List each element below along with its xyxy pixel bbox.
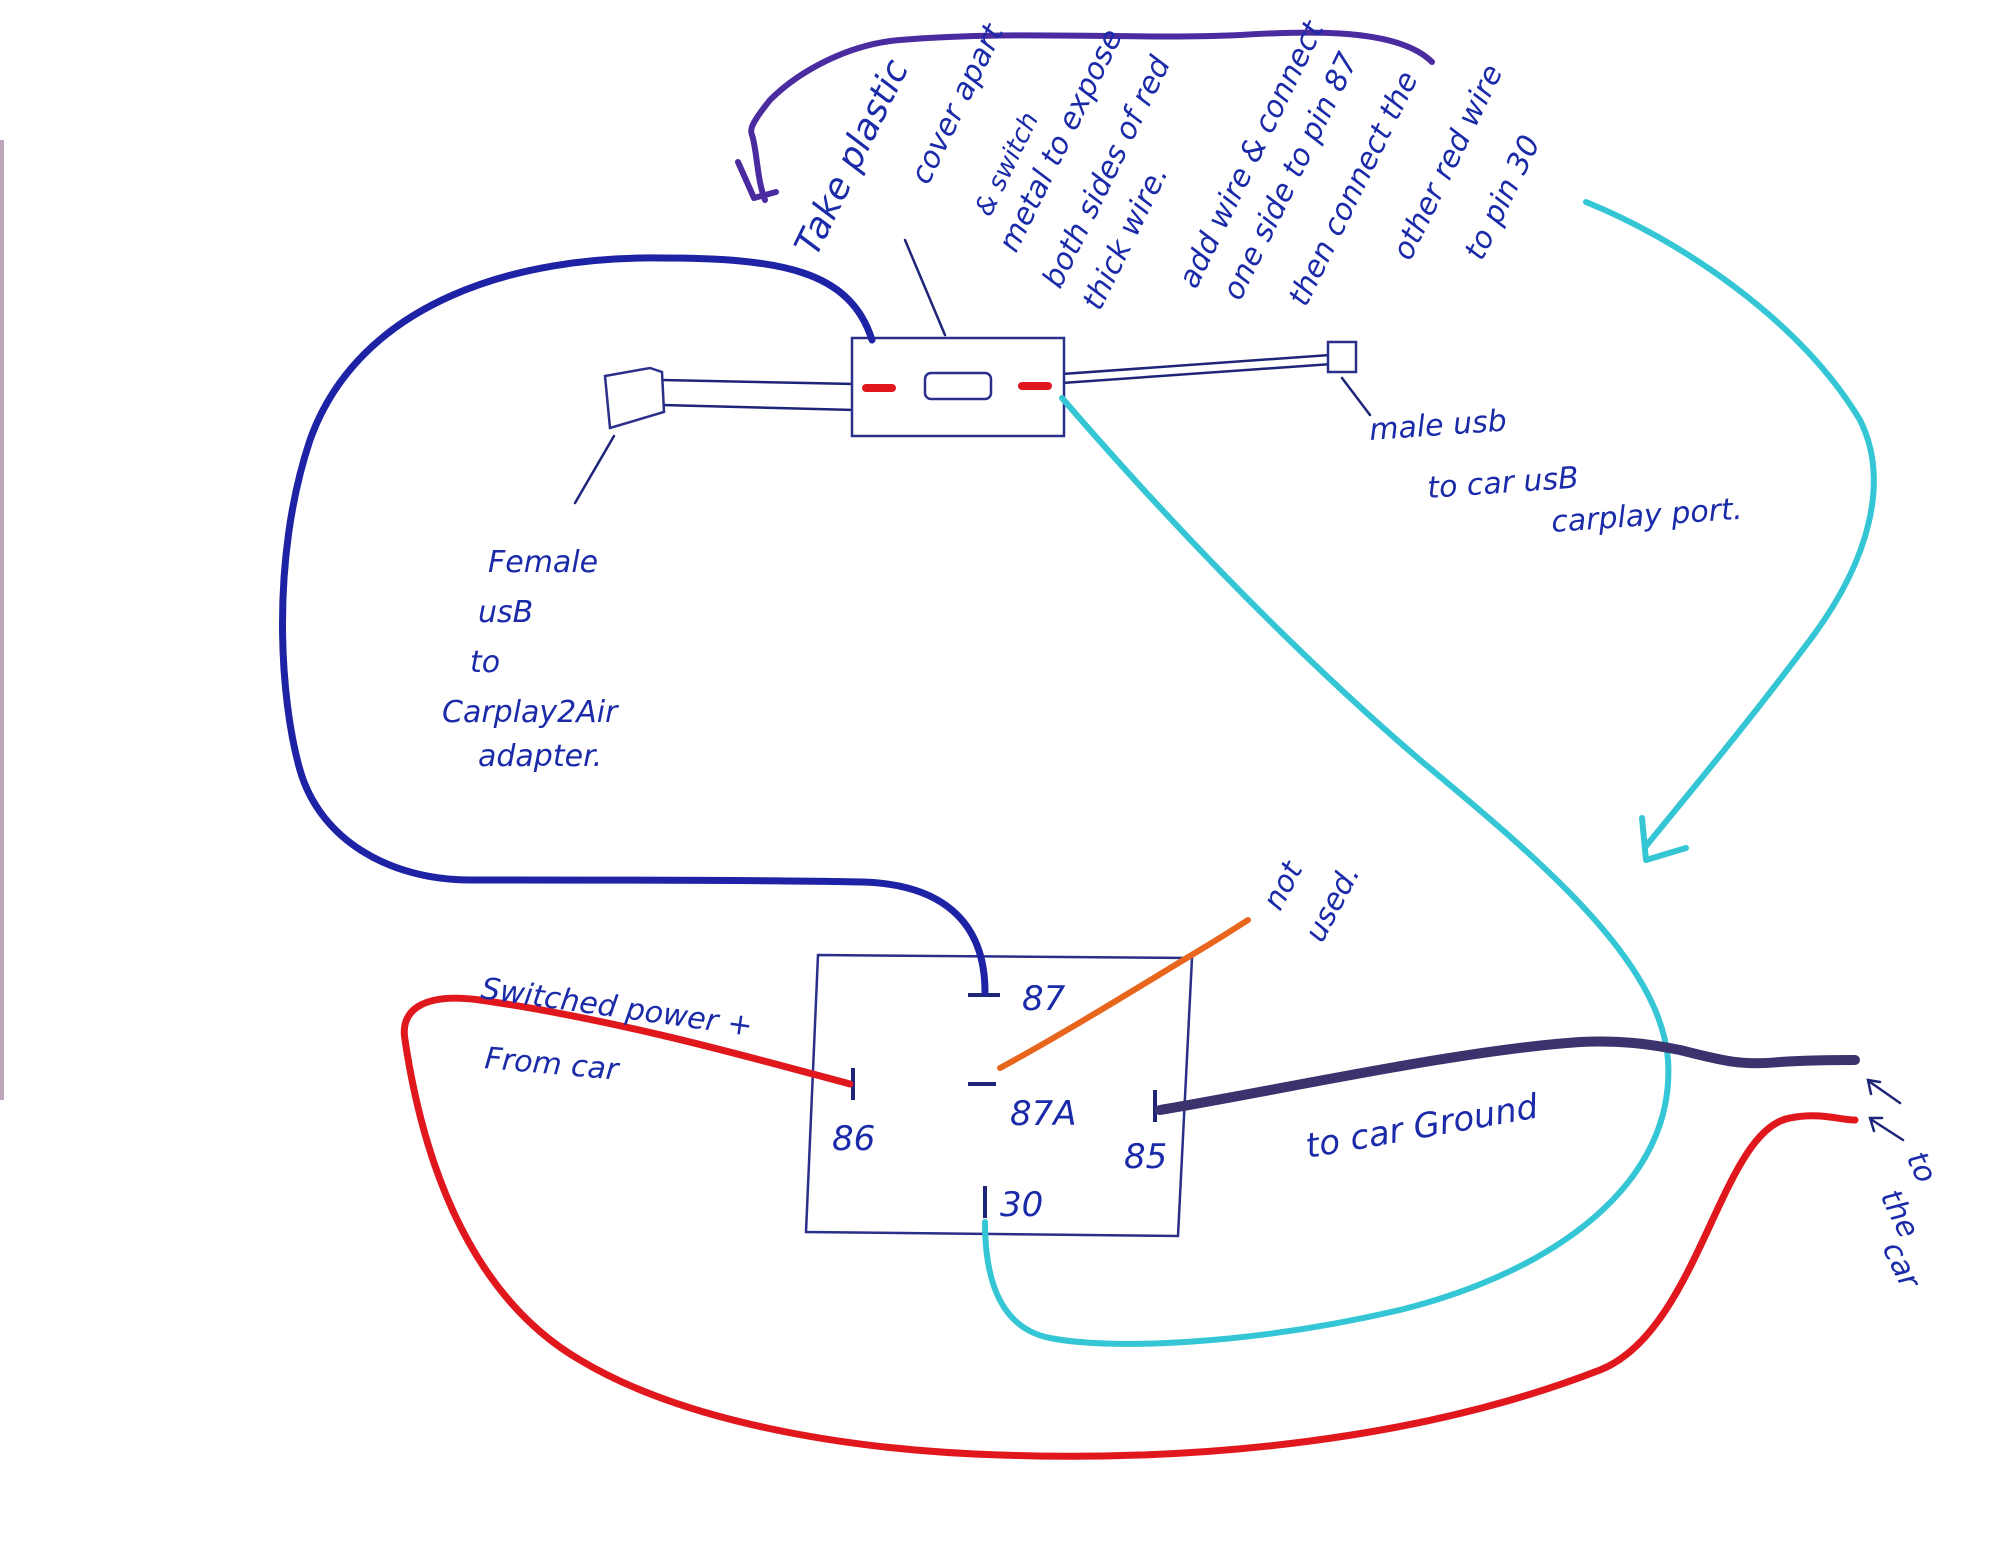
- ground-wire: [1155, 1036, 1860, 1115]
- switched-power-note: Switched power + From car: [479, 971, 755, 1088]
- leader-female-usb: [573, 434, 616, 505]
- cable-right: [1060, 353, 1334, 385]
- leader-male-usb: [1340, 376, 1372, 417]
- relay-box: [804, 953, 1194, 1238]
- female-usb-line-5: adapter.: [478, 739, 602, 774]
- female-usb-note: Female usB to Carplay2Air adapter.: [442, 545, 619, 774]
- note-line-1: Take plastic: [787, 53, 917, 262]
- leader-switch-note: [903, 238, 947, 337]
- purple-curved-arrow: [748, 29, 1435, 203]
- male-usb-note: male usb to car usB carplay port.: [1368, 403, 1743, 540]
- to-car-arrowhead-lower-icon: [1868, 1116, 1884, 1133]
- pin-30-label: 30: [1000, 1185, 1043, 1225]
- orange-unused-wire: [997, 917, 1251, 1071]
- switched-power-line-2: From car: [483, 1041, 621, 1088]
- cyan-arrowhead-icon: [1639, 815, 1689, 863]
- female-usb-line-3: to: [470, 645, 500, 680]
- to-the-car-line-2: the: [1873, 1184, 1926, 1244]
- paper-edge: [0, 140, 4, 1100]
- male-usb-line-3: carplay port.: [1550, 492, 1743, 540]
- pin-87-label: 87: [1022, 979, 1066, 1019]
- car-ground-note: to car Ground: [1303, 1087, 1542, 1167]
- pin-86-label: 86: [832, 1119, 875, 1159]
- to-the-car-line-3: car: [1875, 1236, 1928, 1295]
- usb-cable: [603, 336, 1358, 438]
- to-car-arrow-upper: [1868, 1080, 1902, 1105]
- male-usb-line-2: to car usB: [1426, 460, 1580, 505]
- switch-slot: [923, 371, 993, 401]
- blue-wire: [279, 254, 989, 996]
- to-car-arrow-lower: [1870, 1118, 1905, 1142]
- female-usb-line-1: Female: [488, 545, 598, 580]
- switched-power-line-1: Switched power +: [479, 971, 755, 1044]
- cable-left: [660, 378, 857, 412]
- not-used-line-1: not: [1256, 855, 1311, 916]
- cyan-wire: [982, 395, 1672, 1347]
- cyan-curved-arrow: [1583, 199, 1877, 849]
- purple-arrowhead-icon: [735, 159, 779, 201]
- relay: 87 87A 86 85 30: [804, 953, 1194, 1238]
- to-the-car-note: to the car: [1873, 1146, 1944, 1295]
- female-usb-line-4: Carplay2Air: [442, 695, 619, 730]
- female-usb-line-2: usB: [478, 595, 533, 630]
- male-usb-line-1: male usb: [1368, 403, 1508, 448]
- not-used-note: not used.: [1256, 855, 1367, 948]
- to-the-car-line-1: to: [1899, 1146, 1944, 1188]
- pin-87a-label: 87A: [1010, 1094, 1077, 1134]
- red-power-wire: [400, 994, 1859, 1460]
- male-usb-connector: [1326, 340, 1358, 374]
- pin-85-label: 85: [1124, 1137, 1167, 1177]
- female-usb-connector: [603, 366, 666, 430]
- to-car-arrowhead-upper-icon: [1866, 1078, 1882, 1096]
